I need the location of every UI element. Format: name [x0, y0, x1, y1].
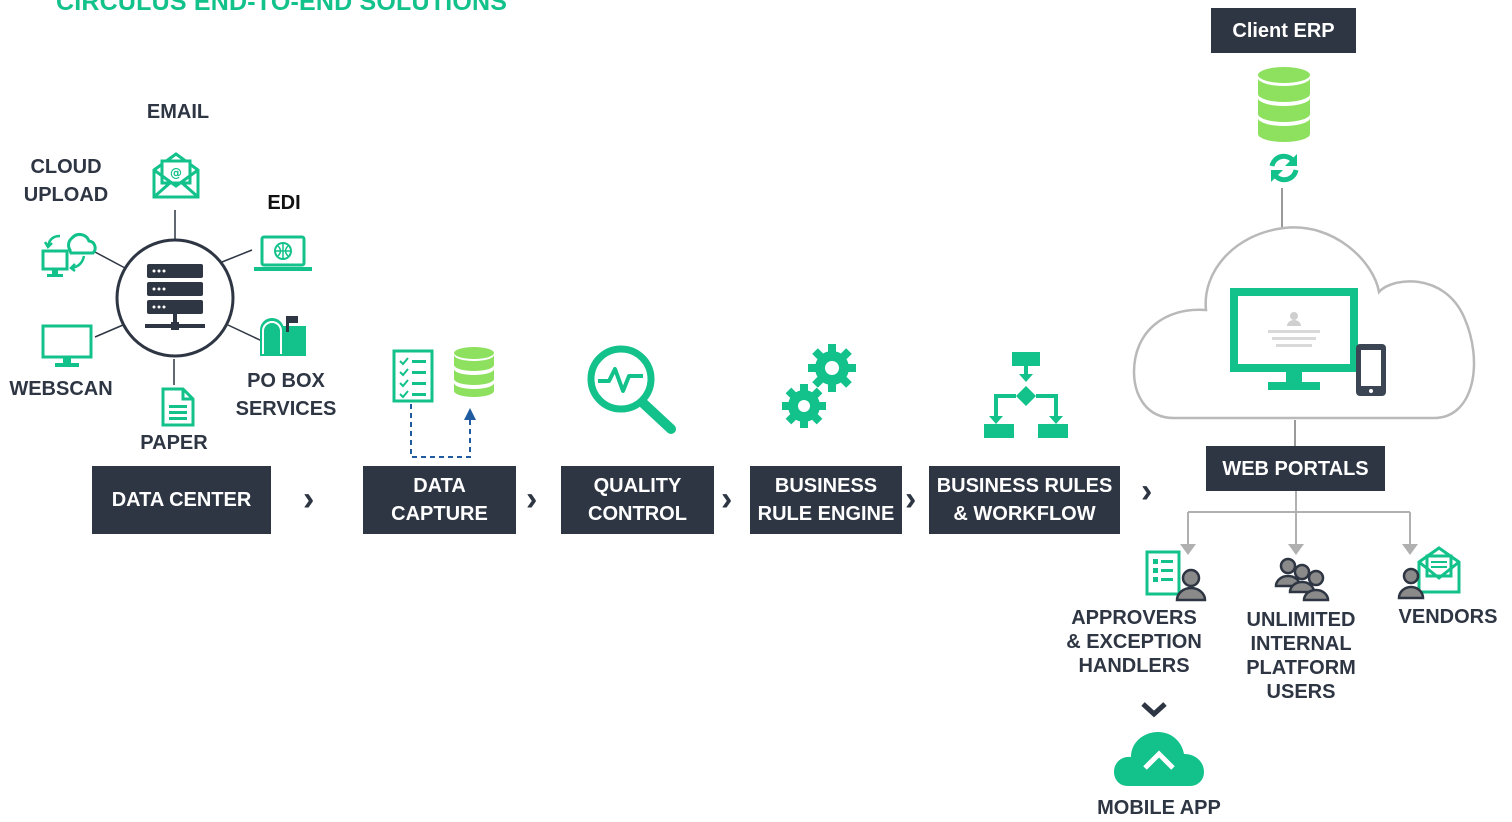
- cloud-upload-icon: [41, 233, 97, 277]
- paper-document-icon: [161, 387, 195, 427]
- sync-icon: [1269, 153, 1299, 183]
- monitor-icon: [41, 324, 93, 367]
- user-label-vendors: VENDORS: [1398, 606, 1498, 628]
- database-icon: [1258, 67, 1310, 142]
- stage-data-capture: DATA CAPTURE: [363, 466, 516, 534]
- user-group-icon: [1274, 557, 1330, 602]
- source-label-paper: PAPER: [140, 432, 208, 454]
- edi-laptop-icon: [254, 235, 312, 271]
- svg-text:@: @: [170, 166, 182, 180]
- workflow-icon: [984, 352, 1068, 438]
- stage-data-center: DATA CENTER: [92, 466, 271, 534]
- chevron-right-icon: ›: [905, 480, 917, 518]
- chevron-right-icon: ›: [526, 480, 538, 518]
- approver-document-user-icon: [1145, 550, 1207, 602]
- user-label-mobile-app: MOBILE APP: [1097, 797, 1221, 819]
- page-title: CIRCULUS END-TO-END SOLUTIONS: [56, 0, 508, 16]
- magnifier-pulse-icon: [587, 345, 676, 434]
- stage-business-rule-engine: BUSINESS RULE ENGINE: [750, 466, 902, 534]
- server-icon: [115, 238, 235, 358]
- chevron-down-icon: [1141, 702, 1167, 718]
- vendor-mail-user-icon: [1397, 546, 1461, 600]
- user-label-approvers: APPROVERS & EXCEPTION HANDLERS: [1066, 607, 1202, 677]
- chevron-right-icon: ›: [1141, 472, 1153, 510]
- dashed-feed-arrow: [410, 404, 476, 458]
- chevron-right-icon: ›: [721, 480, 733, 518]
- database-icon: [454, 347, 494, 397]
- source-label-cloud-upload: CLOUD UPLOAD: [23, 156, 109, 206]
- user-label-internal: UNLIMITED INTERNAL PLATFORM USERS: [1246, 609, 1356, 703]
- source-label-webscan: WEBSCAN: [9, 378, 113, 400]
- web-portals-label: WEB PORTALS: [1206, 446, 1385, 491]
- web-portal-monitor-icon: [1230, 288, 1386, 396]
- stage-quality-control: QUALITY CONTROL: [561, 466, 714, 534]
- email-icon: @: [152, 152, 200, 199]
- source-label-edi: EDI: [267, 192, 301, 214]
- mailbox-icon: [260, 316, 306, 356]
- chevron-right-icon: ›: [303, 480, 315, 518]
- client-erp-label: Client ERP: [1211, 8, 1356, 53]
- checklist-icon: [392, 349, 434, 403]
- source-label-po-box: PO BOX SERVICES: [235, 370, 337, 420]
- gears-icon: [782, 344, 856, 428]
- mobile-cloud-icon: [1114, 732, 1204, 786]
- stage-business-rules-workflow: BUSINESS RULES & WORKFLOW: [929, 466, 1120, 534]
- source-label-email: EMAIL: [146, 101, 210, 123]
